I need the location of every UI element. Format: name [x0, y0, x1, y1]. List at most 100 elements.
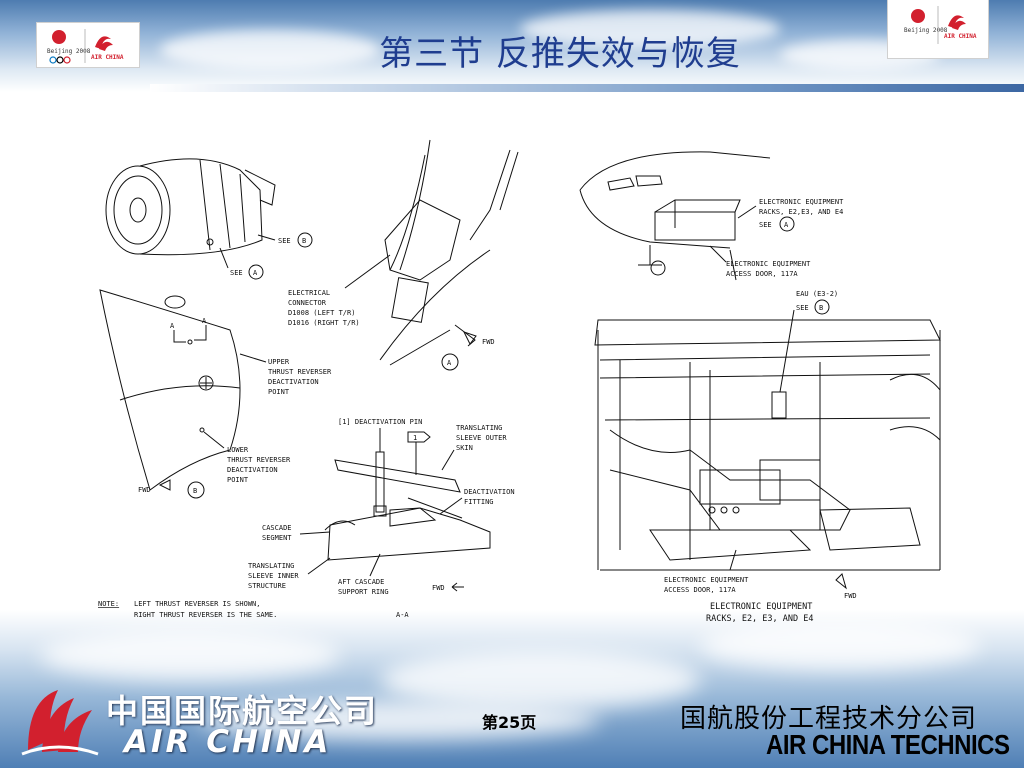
label-cascade: CASCADE	[262, 524, 292, 532]
label-racks-1: ELECTRONIC EQUIPMENT	[759, 198, 844, 206]
label-outer-skin-1: SLEEVE OUTER	[456, 434, 507, 442]
bay-callouts: EAU (E3-2) SEE B ELECTRONIC EQUIPMENT AC…	[664, 290, 857, 624]
label-upper: UPPER	[268, 358, 290, 366]
label-outer-translating: TRANSLATING	[456, 424, 502, 432]
ref-circle-b3	[814, 299, 830, 315]
caption-line-2: RACKS, E2, E3, AND E4	[706, 614, 813, 624]
label-racks-see: SEE	[759, 221, 772, 229]
electronic-bay-drawing	[594, 319, 941, 571]
logo-left-caption: Beijing 2008	[47, 48, 91, 55]
ref-circle-b2	[187, 481, 205, 499]
label-electrical: ELECTRICAL	[288, 289, 330, 297]
title-underline-bar	[150, 84, 1024, 92]
brand-chinese-name: 中国国际航空公司	[106, 692, 379, 730]
label-deactivation-pin: [1] DEACTIVATION PIN	[338, 418, 422, 426]
nose-callouts: ELECTRONIC EQUIPMENT RACKS, E2,E3, AND E…	[709, 198, 844, 278]
label-upper-point: POINT	[268, 388, 290, 396]
note-key: NOTE:	[98, 600, 119, 608]
note-line-1: LEFT THRUST REVERSER IS SHOWN,	[134, 600, 260, 608]
label-inner-translating: TRANSLATING	[248, 562, 294, 570]
ref-b3-letter: B	[819, 304, 823, 312]
logo-right-icon: Beijing 2008 AIR CHINA	[904, 6, 977, 44]
footer-sky-background	[0, 610, 1024, 768]
label-lower-tr: THRUST REVERSER	[227, 456, 291, 464]
cowl-callouts: A A UPPER THRUST REVERSER DEACTIVATION P…	[138, 317, 332, 499]
label-outer-skin-2: SKIN	[456, 444, 473, 452]
logo-left-icon: Beijing 2008 AIR CHINA	[47, 29, 124, 64]
label-aft-cascade: AFT CASCADE	[338, 578, 384, 586]
phoenix-logo-icon	[948, 15, 966, 30]
section-label-aa: A-A	[396, 611, 409, 619]
label-lower-deact: DEACTIVATION	[227, 466, 278, 474]
label-support-ring: SUPPORT RING	[338, 588, 389, 596]
engine-nacelle-drawing	[105, 158, 276, 256]
pin-flag-icon	[407, 431, 431, 443]
label-connector: CONNECTOR	[288, 299, 327, 307]
fwd-arrow-icon	[451, 582, 464, 592]
ref-b2-letter: B	[193, 487, 197, 495]
eau-unit	[771, 391, 787, 419]
technics-english-name: AIR CHINA TECHNICS	[766, 729, 1010, 761]
label-upper-deact: DEACTIVATION	[268, 378, 319, 386]
section-aa-drawing	[324, 451, 491, 561]
label-see-b: SEE	[278, 237, 291, 245]
brand-english-name: AIR CHINA	[124, 724, 332, 760]
page-title: 第三节 反推失效与恢复	[379, 34, 741, 74]
label-door2-1: ELECTRONIC EQUIPMENT	[664, 576, 749, 584]
caption-line-1: ELECTRONIC EQUIPMENT	[710, 602, 812, 612]
label-door-2: ACCESS DOOR, 117A	[726, 270, 798, 278]
pin-flag-number: 1	[413, 434, 417, 442]
label-fwd-b: FWD	[138, 486, 151, 494]
label-lower: LOWER	[227, 446, 249, 454]
air-china-phoenix-logo-icon	[21, 690, 99, 756]
thrust-reverser-cowl-drawing	[99, 289, 241, 491]
label-inner-structure: STRUCTURE	[248, 582, 286, 590]
olympic-airchina-logo-left: Beijing 2008 AIR CHINA	[36, 22, 140, 68]
olympic-rings-icon	[49, 56, 71, 64]
label-racks-2: RACKS, E2,E3, AND E4	[759, 208, 843, 216]
label-upper-tr: THRUST REVERSER	[268, 368, 332, 376]
logo-left-brand: AIR CHINA	[91, 54, 124, 61]
ref-circle-a2	[441, 353, 459, 371]
phoenix-logo-icon	[95, 36, 113, 51]
fwd-arrow-icon	[463, 331, 477, 345]
note-line-2: RIGHT THRUST REVERSER IS THE SAME.	[134, 611, 277, 619]
label-inner-sleeve: SLEEVE INNER	[248, 572, 299, 580]
ref-a-letter: A	[253, 269, 258, 277]
label-d1008: D1008 (LEFT T/R)	[288, 309, 355, 317]
ref-circle-a	[248, 264, 264, 280]
label-fwd-a: FWD	[482, 338, 495, 346]
label-door2-2: ACCESS DOOR, 117A	[664, 586, 736, 594]
label-see-a: SEE	[230, 269, 243, 277]
olympic-airchina-logo-right: Beijing 2008 AIR CHINA	[887, 0, 989, 59]
thrust-reverser-deactivation-diagram: SEE B SEE A ELECTRICAL CONNECTOR D1008 (…	[98, 139, 941, 624]
ref-circle-a3	[779, 216, 795, 232]
beijing-emblem-icon	[52, 30, 66, 44]
technics-chinese-name: 国航股份工程技术分公司	[680, 704, 978, 734]
label-eau: EAU (E3-2)	[796, 290, 838, 298]
cowl-section-a-left: A	[170, 322, 175, 330]
page-number: 第25页	[482, 713, 537, 732]
ref-a3-letter: A	[784, 221, 789, 229]
logo-right-caption: Beijing 2008	[904, 27, 948, 34]
ref-a2-letter: A	[447, 359, 452, 367]
connector-callouts: ELECTRICAL CONNECTOR D1008 (LEFT T/R) D1…	[288, 254, 495, 371]
fwd-arrow-icon	[158, 479, 171, 491]
cowl-section-a-right: A	[202, 317, 207, 325]
label-d1016: D1016 (RIGHT T/R)	[288, 319, 360, 327]
section-aa-callouts: [1] DEACTIVATION PIN 1 TRANSLATING SLEEV…	[98, 418, 515, 619]
beijing-emblem-icon	[911, 9, 925, 23]
aircraft-nose-drawing	[579, 151, 771, 281]
ref-b-letter: B	[302, 237, 306, 245]
label-eau-see: SEE	[796, 304, 809, 312]
label-fitting-deact: DEACTIVATION	[464, 488, 515, 496]
label-cascade-segment: SEGMENT	[262, 534, 292, 542]
logo-right-brand: AIR CHINA	[944, 33, 977, 40]
label-lower-point: POINT	[227, 476, 249, 484]
label-fwd-d: FWD	[844, 592, 857, 600]
label-door-1: ELECTRONIC EQUIPMENT	[726, 260, 811, 268]
label-fwd-c: FWD	[432, 584, 445, 592]
ref-circle-b	[297, 232, 313, 248]
label-fitting: FITTING	[464, 498, 494, 506]
electrical-connector-drawing	[379, 139, 519, 366]
